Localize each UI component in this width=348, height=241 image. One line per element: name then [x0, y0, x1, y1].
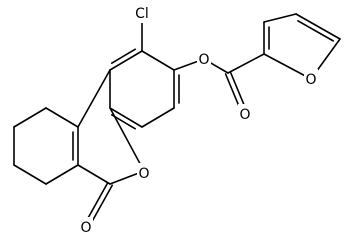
bond-A1-A2: [141, 50, 175, 71]
bond-Oe-Ce: [210, 62, 229, 74]
atom-cl-label: Cl: [135, 6, 149, 22]
bond-O1-F2: [263, 53, 305, 77]
bond-F4-F5-a: [295, 13, 341, 40]
bond-B3-B4: [109, 173, 138, 185]
atom-cl: Cl: [131, 3, 153, 23]
atom-o-lactone: O: [137, 163, 151, 183]
bond-B2-B3: [77, 164, 111, 185]
atom-o-ester: O: [197, 49, 211, 69]
bond-B3-Oc2-a: [86, 181, 109, 220]
bond-F5-O1: [314, 38, 341, 74]
atom-o-furan: O: [304, 69, 318, 89]
bond-B4-A5: [109, 107, 142, 165]
atom-o-carbonyl-ester: O: [238, 104, 252, 124]
bond-C1-C2: [13, 107, 47, 128]
bond-C4-B2: [45, 164, 79, 185]
bond-Ce-F2: [227, 53, 265, 74]
atom-o-carbonyl-ester-label: O: [239, 107, 250, 123]
atom-o-carbonyl-lactone: O: [79, 217, 93, 237]
bonds: [13, 13, 341, 223]
bond-A2-Oe: [173, 60, 198, 71]
atom-o-ester-label: O: [198, 52, 209, 68]
atom-o-furan-label: O: [305, 72, 316, 88]
bond-Ce-Oc-a: [224, 73, 241, 109]
bond-F4-F5-b: [297, 20, 334, 42]
bond-C3-C4: [13, 164, 47, 185]
bond-A6-A1-a: [109, 50, 143, 71]
bond-B1-C1: [45, 107, 79, 128]
bond-A3-A4: [141, 107, 175, 128]
bond-A6-B1: [77, 69, 111, 128]
atom-labels: Cl O O O O O: [79, 3, 318, 237]
atom-o-carbonyl-lactone-label: O: [80, 220, 91, 236]
bond-B3-Oc2-b: [91, 184, 114, 223]
atom-o-lactone-label: O: [138, 166, 149, 182]
bond-A6-A1-b: [110, 48, 136, 64]
bond-F3-F4: [263, 13, 297, 23]
bond-A4-A5-a: [109, 107, 143, 128]
bond-Ce-Oc-b: [229, 71, 246, 107]
